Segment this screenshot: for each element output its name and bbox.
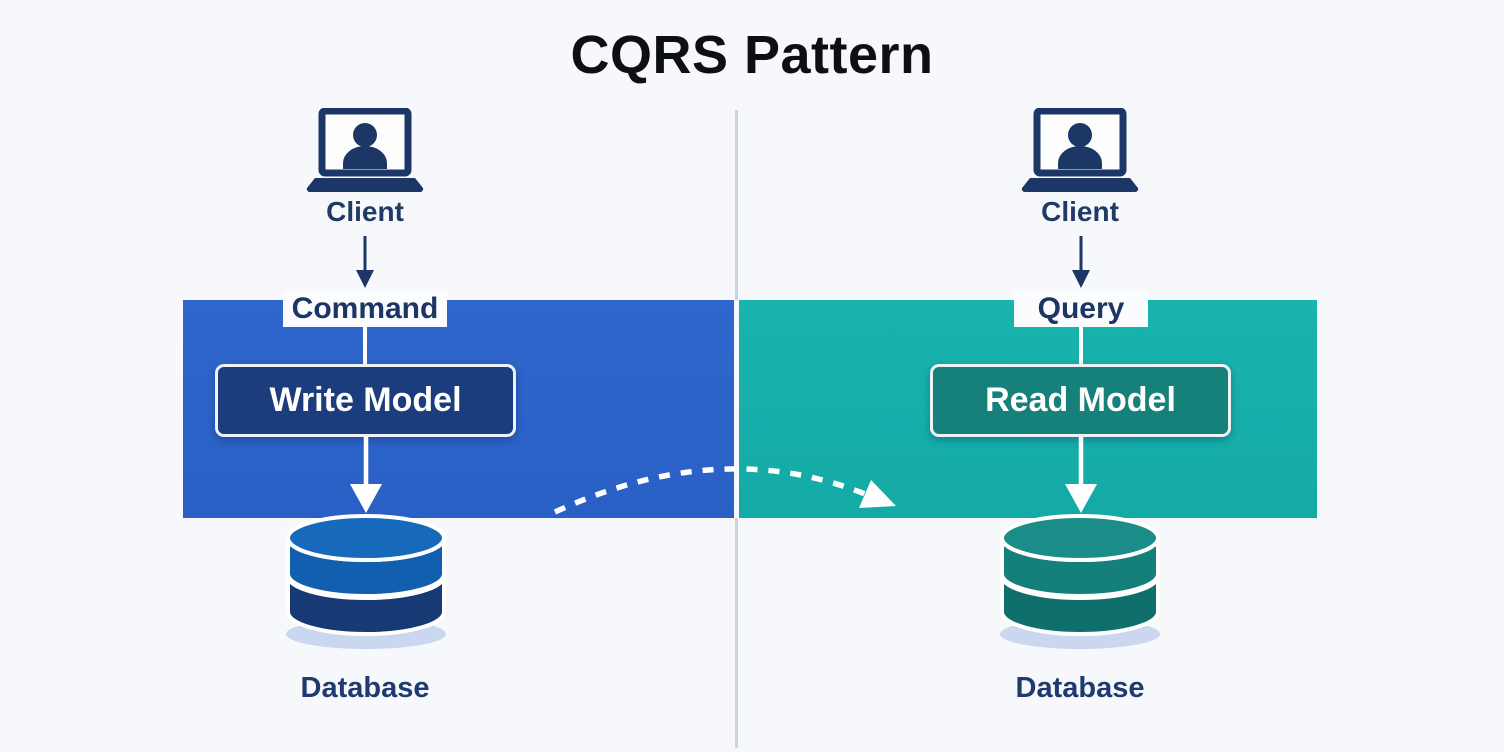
center-divider bbox=[735, 110, 738, 300]
client-label: Client bbox=[1041, 196, 1119, 227]
write-to-read-sync-arrow-icon bbox=[553, 466, 896, 515]
client-laptop-icon bbox=[306, 108, 424, 193]
query-label: Query bbox=[1014, 291, 1148, 327]
center-divider bbox=[735, 518, 738, 748]
client-to-command-arrow-icon bbox=[356, 236, 374, 288]
client-label: Client bbox=[326, 196, 404, 227]
database-cylinder-icon bbox=[286, 514, 446, 649]
database-label: Database bbox=[1015, 672, 1145, 704]
query-to-model-connector bbox=[1079, 326, 1083, 365]
client-laptop-icon bbox=[1021, 108, 1139, 193]
database-cylinder-icon bbox=[1000, 514, 1160, 649]
client-to-query-arrow-icon bbox=[1072, 236, 1090, 288]
page-title: CQRS Pattern bbox=[570, 25, 934, 85]
command-label: Command bbox=[283, 291, 447, 327]
model-to-database-arrow-icon bbox=[350, 436, 382, 513]
read-model-box: Read Model bbox=[930, 364, 1231, 437]
command-to-model-connector bbox=[363, 326, 367, 365]
write-model-box: Write Model bbox=[215, 364, 516, 437]
database-label: Database bbox=[300, 672, 430, 704]
model-to-database-arrow-icon bbox=[1065, 436, 1097, 513]
